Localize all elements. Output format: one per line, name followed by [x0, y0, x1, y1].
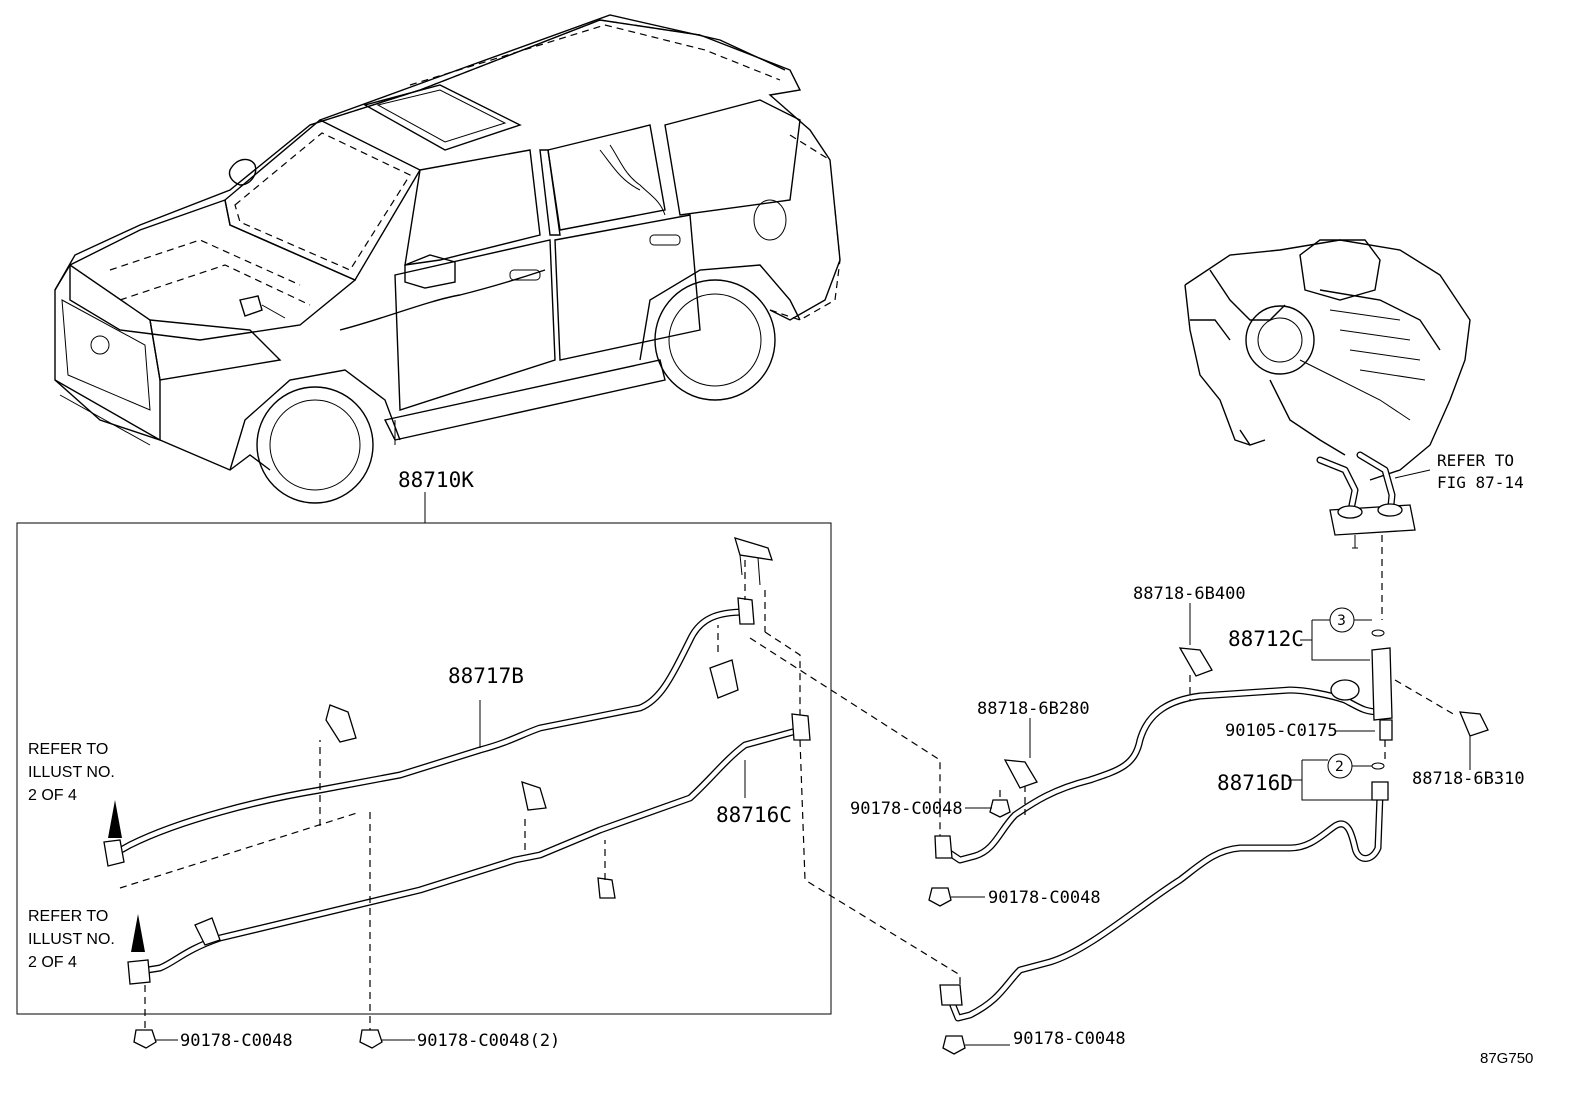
label-90178-C0048-2: 90178-C0048(2): [417, 1031, 560, 1051]
refer-illust-top-line2: ILLUST NO.: [28, 764, 115, 781]
label-88712C: 88712C: [1228, 627, 1304, 651]
label-90105-C0175: 90105-C0175: [1225, 721, 1338, 741]
figure-code: 87G750: [1480, 1050, 1533, 1067]
label-88717B: 88717B: [448, 664, 524, 688]
refer-illust-bottom-line3: 2 OF 4: [28, 954, 77, 971]
label-90178-C0048-bottom-left: 90178-C0048: [180, 1031, 293, 1051]
nut-90178-C0048-mid: [928, 887, 985, 907]
clip-88718-6B280: [1003, 759, 1038, 789]
pipe-88716D: [939, 781, 1389, 1022]
nut-90178-C0048-2: [359, 1029, 415, 1049]
nut-90178-C0048-upper: [965, 799, 1011, 818]
arrow-up-icon: [131, 914, 145, 952]
hvac-unit-illustration: [1184, 239, 1471, 549]
label-88710K: 88710K: [398, 468, 474, 492]
label-88716D: 88716D: [1217, 771, 1293, 795]
circled-note-3-text: 3: [1337, 613, 1346, 629]
label-90178-C0048-mid: 90178-C0048: [988, 888, 1101, 908]
label-90178-C0048-lower: 90178-C0048: [1013, 1029, 1126, 1049]
pipe-88712C: [934, 647, 1393, 864]
pipe-88717B: [103, 537, 773, 867]
label-88716C: 88716C: [716, 803, 792, 827]
refer-illust-top-line1: REFER TO: [28, 741, 108, 758]
pipe-88716C: [127, 713, 811, 985]
label-88718-6B280: 88718-6B280: [977, 699, 1090, 719]
refer-fig-line1: REFER TO: [1437, 451, 1514, 470]
circled-note-2-text: 2: [1335, 759, 1344, 775]
label-88718-6B400: 88718-6B400: [1133, 584, 1246, 604]
label-90178-C0048-upper: 90178-C0048: [850, 799, 963, 819]
label-88718-6B310: 88718-6B310: [1412, 769, 1525, 789]
refer-illust-bottom-line2: ILLUST NO.: [28, 931, 115, 948]
refer-illust-bottom-line1: REFER TO: [28, 908, 108, 925]
clip-88718-6B400: [1178, 647, 1213, 677]
nut-90178-C0048-lower: [942, 1035, 1010, 1055]
arrow-up-icon: [108, 800, 122, 838]
refer-fig-line2: FIG 87-14: [1437, 473, 1524, 492]
nut-90178-C0048-left: [133, 1029, 178, 1049]
vehicle-illustration: [54, 14, 841, 504]
clip-88718-6B310: [1458, 711, 1489, 737]
refer-illust-top-line3: 2 OF 4: [28, 787, 77, 804]
kit-88710K-box: [16, 522, 832, 1015]
